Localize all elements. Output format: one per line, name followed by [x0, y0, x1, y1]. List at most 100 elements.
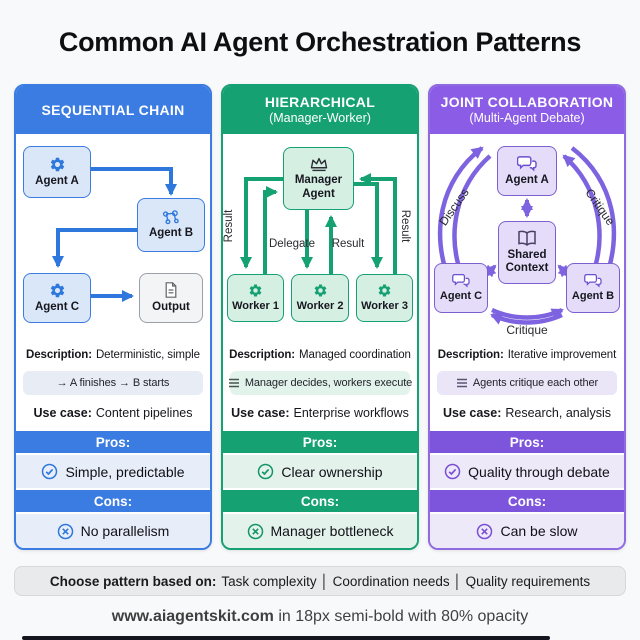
edge-label-result-center: Result [331, 238, 365, 250]
check-circle-icon [444, 463, 461, 480]
debate-diagram: Agent A Shared Context Agent C [430, 134, 624, 340]
node-label: Agent A [35, 174, 79, 187]
node-agent-b: Agent B [137, 198, 205, 252]
gear-icon [50, 283, 64, 298]
node-label: Context [505, 262, 549, 274]
edge-label-delegate: Delegate [268, 238, 316, 250]
card-header-sequential: SEQUENTIAL CHAIN [16, 86, 210, 134]
pros-bar: Pros: [223, 429, 417, 455]
pros-bar: Pros: [16, 429, 210, 455]
network-icon [162, 210, 179, 225]
card-joint-collaboration: JOINT COLLABORATION (Multi-Agent Debate) [428, 84, 626, 550]
use-case-label: Use case: [231, 406, 290, 420]
node-agent-a: Agent A [497, 146, 557, 196]
card-hierarchical: HIERARCHICAL (Manager-Worker) [221, 84, 419, 550]
open-book-icon [518, 230, 536, 246]
node-worker-3: Worker 3 [356, 274, 413, 322]
pros-row: Quality through debate [430, 455, 624, 488]
pros-text: Quality through debate [468, 463, 610, 480]
choose-pattern-label: Choose pattern based on: [49, 573, 217, 589]
gear-icon [314, 284, 326, 297]
description-text: Iterative improvement [507, 349, 617, 361]
pros-text: Simple, predictable [65, 463, 185, 480]
brand-line: www.aiagentskit.com in 18px semi-bold wi… [0, 608, 640, 626]
use-case-row: Use case: Research, analysis [430, 397, 624, 429]
gear-icon [50, 157, 64, 172]
x-circle-icon [57, 523, 73, 539]
highlight-row: Manager decides, workers execute [228, 371, 412, 395]
bottom-bar-artifact [22, 636, 550, 640]
card-header-hierarchical: HIERARCHICAL (Manager-Worker) [223, 86, 417, 134]
gear-icon [378, 284, 391, 297]
chat-bubbles-icon [583, 274, 602, 288]
node-worker-2: Worker 2 [291, 274, 349, 322]
edge-label-critique-bottom: Critique [506, 323, 548, 337]
description-row: Description: Deterministic, simple [16, 340, 210, 370]
use-case-label: Use case: [443, 406, 502, 420]
node-output: Output [139, 273, 203, 323]
use-case-row: Use case: Content pipelines [16, 397, 210, 429]
cons-bar: Cons: [16, 488, 210, 514]
use-case-text: Content pipelines [95, 406, 193, 420]
node-manager-agent: Manager Agent [283, 147, 354, 210]
cons-text: Manager bottleneck [270, 523, 394, 539]
sequential-flow-arrows [52, 167, 177, 302]
chat-bubbles-icon [516, 156, 537, 172]
description-label: Description: [437, 349, 504, 361]
cons-bar: Cons: [223, 488, 417, 514]
page-title: Common AI Agent Orchestration Patterns [58, 27, 582, 57]
pros-text: Clear ownership [281, 463, 383, 480]
card-title: HIERARCHICAL [264, 94, 376, 111]
node-label: Worker 1 [232, 300, 279, 313]
highlight-row: → A finishes → B starts [23, 371, 203, 395]
highlight-text: Agents critique each other [472, 377, 599, 389]
node-label: Worker 3 [361, 300, 408, 313]
card-title: JOINT COLLABORATION [440, 94, 614, 111]
node-agent-b: Agent B [566, 263, 620, 313]
node-label: Agent B [148, 226, 194, 239]
edge-label-result-right: Result [399, 209, 411, 243]
description-row: Description: Managed coordination [223, 340, 417, 370]
node-agent-c: Agent C [23, 273, 91, 323]
check-circle-icon [258, 463, 274, 480]
node-label: Worker 2 [296, 300, 344, 313]
choose-pattern-text: Task complexity │ Coordination needs │ Q… [221, 573, 591, 589]
node-label: Manager [294, 174, 343, 187]
x-circle-icon [247, 523, 263, 539]
x-circle-icon [477, 523, 493, 539]
description-row: Description: Iterative improvement [430, 340, 624, 370]
hierarchical-diagram: Manager Agent Worker 1 Worker 2 Worker [223, 134, 417, 340]
check-circle-icon [42, 463, 58, 480]
sequential-diagram: Agent A Agent B Agent C [16, 134, 210, 340]
node-label: Agent B [571, 290, 615, 303]
description-label: Description: [26, 349, 92, 361]
node-label: Agent [302, 187, 335, 200]
node-label: Agent A [505, 173, 549, 186]
list-icon [456, 378, 467, 388]
node-label: Shared [507, 248, 547, 261]
crown-icon [310, 158, 327, 172]
cons-bar: Cons: [430, 488, 624, 514]
description-text: Managed coordination [299, 349, 411, 361]
node-label: Agent C [439, 290, 483, 303]
gear-icon [249, 284, 262, 297]
card-subtitle: (Manager-Worker) [269, 111, 371, 126]
card-sequential-chain: SEQUENTIAL CHAIN Agent A [14, 84, 212, 550]
card-header-joint-collaboration: JOINT COLLABORATION (Multi-Agent Debate) [430, 86, 624, 134]
use-case-label: Use case: [33, 406, 92, 420]
node-agent-a: Agent A [23, 146, 91, 198]
pattern-cards: SEQUENTIAL CHAIN Agent A [14, 84, 626, 550]
node-worker-1: Worker 1 [227, 274, 284, 322]
list-icon [228, 378, 239, 388]
brand-note: in 18px semi-bold with 80% opacity [273, 608, 529, 625]
choose-pattern-banner: Choose pattern based on: Task complexity… [14, 566, 626, 596]
node-label: Output [152, 301, 190, 314]
cons-text: Can be slow [500, 523, 578, 539]
card-subtitle: (Multi-Agent Debate) [469, 111, 585, 126]
cons-row: No parallelism [16, 514, 210, 548]
highlight-row: Agents critique each other [437, 371, 617, 395]
brand-url: www.aiagentskit.com [111, 608, 274, 625]
edge-label-result-left: Result [223, 209, 235, 243]
cons-row: Manager bottleneck [223, 514, 417, 548]
node-agent-c: Agent C [434, 263, 488, 313]
